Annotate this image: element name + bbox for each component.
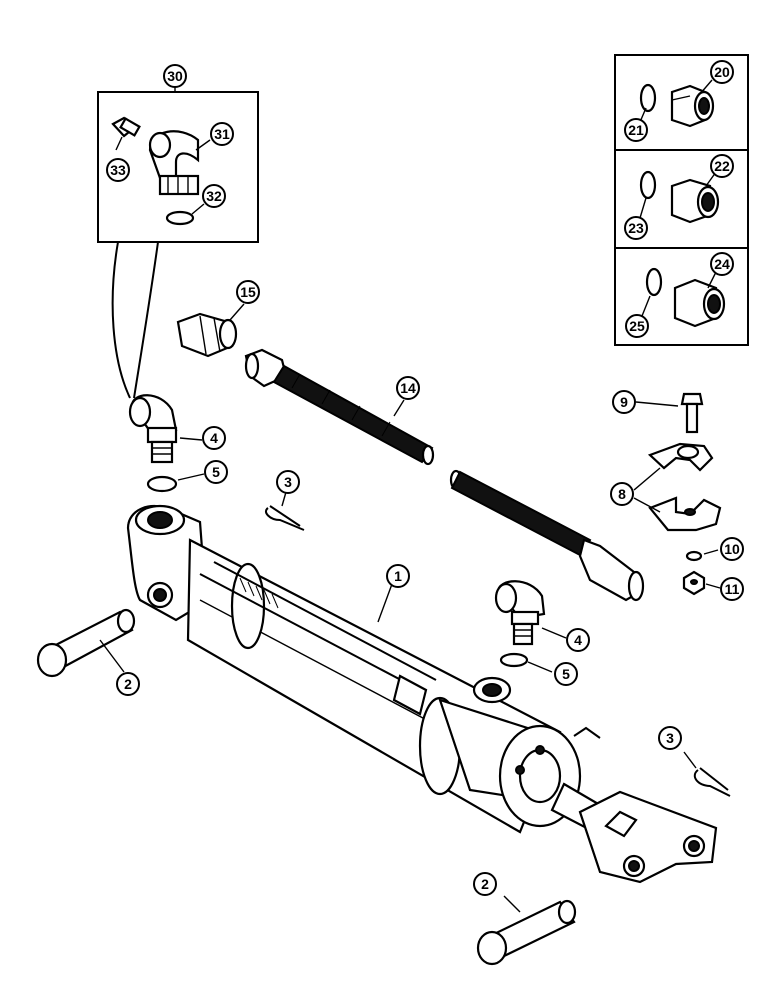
callout-1: 1 [386, 564, 410, 588]
callout-32: 32 [202, 184, 226, 208]
adapter-fitting-24 [645, 267, 726, 328]
callout-33-label: 33 [110, 162, 126, 178]
washer-10 [685, 549, 719, 562]
callout-14: 14 [396, 376, 420, 400]
callout-11: 11 [720, 577, 744, 601]
bleeder-screw-33 [111, 116, 141, 151]
callout-25-label: 25 [629, 318, 645, 334]
elbow-fitting-31 [148, 130, 211, 196]
callout-32-label: 32 [206, 188, 222, 204]
callout-10: 10 [720, 537, 744, 561]
callout-15: 15 [236, 280, 260, 304]
callout-2-lower-label: 2 [481, 876, 489, 892]
callout-3-upper-label: 3 [284, 474, 292, 490]
callout-4-right-label: 4 [574, 632, 582, 648]
cotter-pin-3-lower [683, 751, 731, 797]
callout-8-label: 8 [618, 486, 626, 502]
elbow-fitting-4-right [494, 580, 567, 646]
callout-31-label: 31 [214, 126, 230, 142]
callout-5-right-label: 5 [562, 666, 570, 682]
callout-3-lower-label: 3 [666, 730, 674, 746]
callout-9-label: 9 [620, 394, 628, 410]
callout-23: 23 [624, 216, 648, 240]
callout-30: 30 [163, 64, 187, 88]
callout-9: 9 [612, 390, 636, 414]
callout-15-label: 15 [240, 284, 256, 300]
callout-24-label: 24 [714, 256, 730, 272]
o-ring-32 [165, 203, 205, 226]
callout-11-label: 11 [725, 581, 740, 597]
callout-21: 21 [624, 118, 648, 142]
callout-30-label: 30 [167, 68, 183, 84]
cotter-pin-3-upper [264, 491, 305, 531]
callout-14-label: 14 [400, 380, 416, 396]
elbow-fitting-4-left [128, 394, 203, 464]
callout-10-label: 10 [724, 541, 740, 557]
callout-2-lower: 2 [473, 872, 497, 896]
callout-31: 31 [210, 122, 234, 146]
callout-4-left: 4 [202, 426, 226, 450]
callout-22: 22 [710, 154, 734, 178]
callout-8: 8 [610, 482, 634, 506]
o-ring-5-right [499, 652, 553, 673]
callout-1-label: 1 [394, 568, 402, 584]
callout-33: 33 [106, 158, 130, 182]
callout-2-left: 2 [116, 672, 140, 696]
elbow-inset-box [97, 82, 259, 399]
hydraulic-hose-14 [244, 348, 645, 602]
o-ring-5-left [146, 473, 205, 493]
bolt-9 [635, 392, 704, 434]
callout-5-right: 5 [554, 662, 578, 686]
pin-2-lower [476, 895, 577, 966]
callout-21-label: 21 [628, 122, 644, 138]
callout-4-right: 4 [566, 628, 590, 652]
hose-clamp-8 [633, 442, 722, 532]
callout-5-left: 5 [204, 460, 228, 484]
callout-4-left-label: 4 [210, 430, 218, 446]
fittings-inset-box [614, 54, 749, 346]
callout-22-label: 22 [714, 158, 730, 174]
pin-2-left [36, 608, 136, 678]
callout-25: 25 [625, 314, 649, 338]
callout-20: 20 [710, 60, 734, 84]
adapter-fitting-22 [639, 170, 720, 224]
callout-5-left-label: 5 [212, 464, 220, 480]
callout-24: 24 [710, 252, 734, 276]
callout-3-lower: 3 [658, 726, 682, 750]
callout-2-left-label: 2 [124, 676, 132, 692]
nut-11 [682, 570, 721, 596]
hydraulic-cylinder-1 [126, 504, 718, 884]
callout-23-label: 23 [628, 220, 644, 236]
quick-coupler-15 [176, 303, 245, 358]
adapter-fitting-20 [639, 83, 715, 128]
callout-3-upper: 3 [276, 470, 300, 494]
callout-20-label: 20 [714, 64, 730, 80]
